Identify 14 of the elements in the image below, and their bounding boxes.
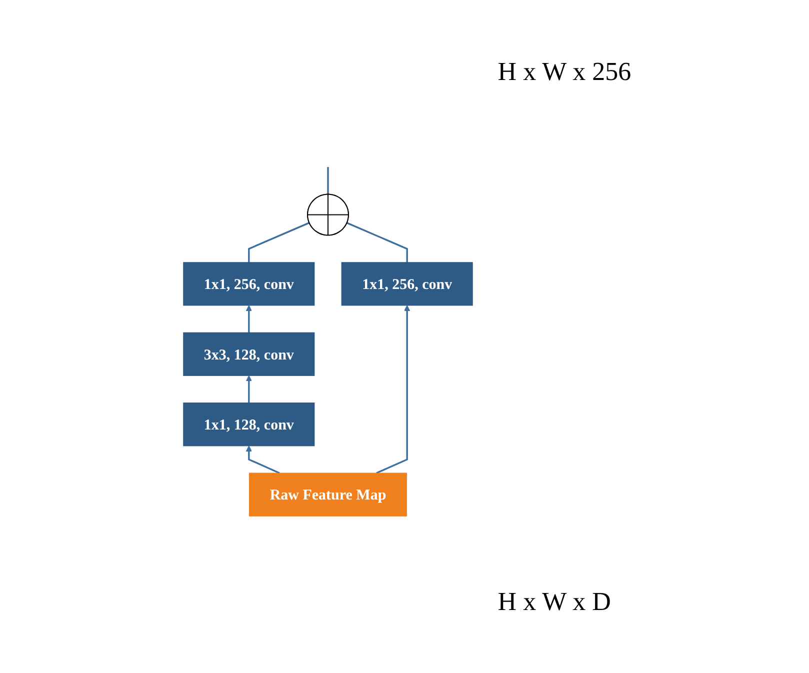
dimension-note: H x W x D — [498, 586, 612, 616]
arrow — [246, 445, 280, 474]
node-box: 1x1, 256, conv — [182, 262, 314, 306]
node-box: 1x1, 256, conv — [341, 262, 473, 306]
node-box: Raw Feature Map — [248, 472, 407, 516]
connector — [248, 222, 310, 262]
dimension-note: H x W x 256 — [498, 56, 632, 86]
connector — [326, 166, 329, 194]
arrow — [376, 304, 410, 474]
arrow — [246, 304, 252, 332]
arrow — [246, 375, 252, 403]
node-box: 3x3, 128, conv — [182, 332, 314, 376]
node-box: 1x1, 128, conv — [182, 402, 314, 446]
connector — [346, 222, 408, 262]
